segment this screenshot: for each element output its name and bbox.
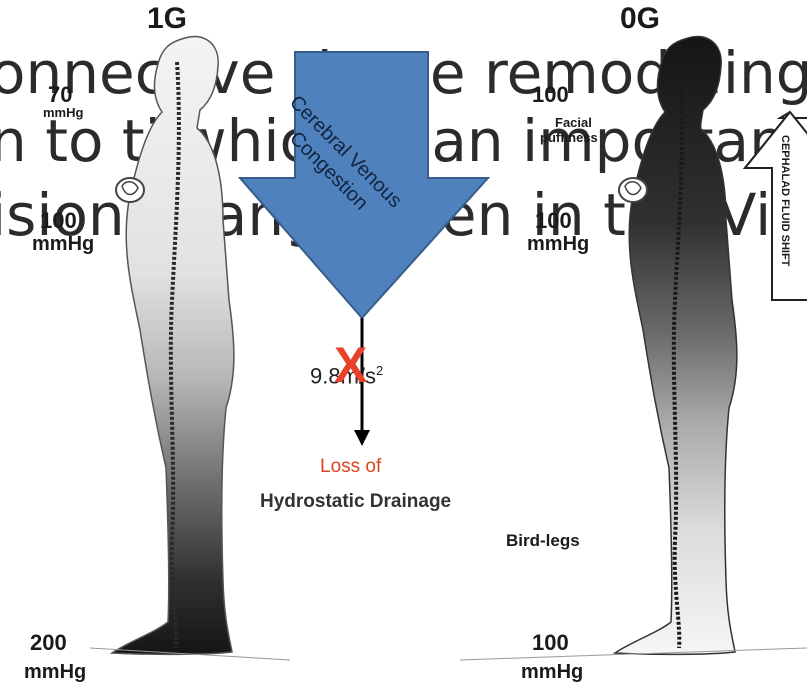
left-foot-pressure-value: 200: [30, 632, 67, 654]
right-foot-pressure-value: 100: [532, 632, 569, 654]
right-body-figure: [460, 36, 807, 660]
blocked-cross-mark: X: [334, 340, 367, 390]
gravity-value-exponent: 2: [376, 363, 383, 378]
cephalad-shift-label: CEPHALAD FLUID SHIFT: [779, 135, 790, 266]
left-head-pressure-value: 70: [48, 84, 72, 106]
right-head-pressure-value: 100: [532, 84, 569, 106]
hydrostatic-drainage-label: Hydrostatic Drainage: [260, 492, 451, 511]
left-figure-title: 1G: [147, 4, 187, 34]
left-heart-pressure-unit: mmHg: [32, 234, 94, 254]
bird-legs-label: Bird-legs: [506, 532, 580, 549]
right-head-note-facial: Facial: [555, 116, 592, 129]
right-heart-pressure-unit: mmHg: [527, 234, 589, 254]
left-foot-pressure-unit: mmHg: [24, 662, 86, 682]
loss-of-label: Loss of: [320, 457, 381, 476]
right-head-note-puffiness: puffiness: [540, 131, 598, 144]
right-heart-pressure-value: 100: [535, 210, 572, 232]
right-foot-pressure-unit: mmHg: [521, 662, 583, 682]
cephalad-shift-arrow: [745, 112, 807, 300]
left-body-figure: [90, 36, 290, 660]
left-head-pressure-unit: mmHg: [43, 106, 83, 119]
right-figure-title: 0G: [620, 4, 660, 34]
left-heart-pressure-value: 100: [40, 210, 77, 232]
